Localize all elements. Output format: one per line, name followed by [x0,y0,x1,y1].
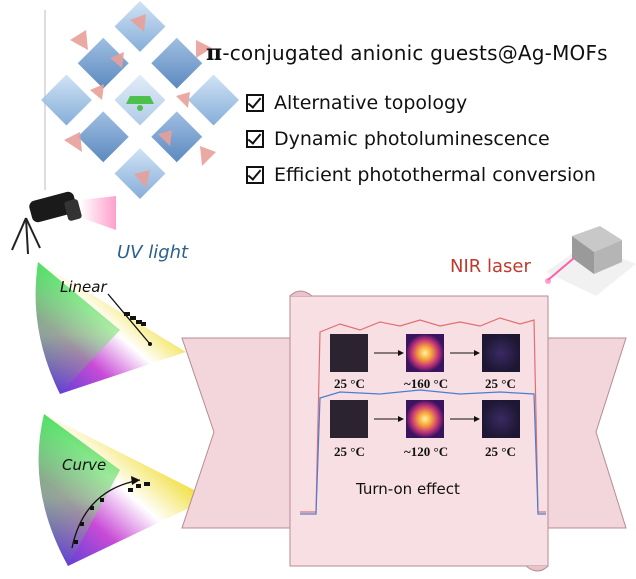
title: π-conjugated anionic guests@Ag-MOFs [206,40,608,66]
curve-label: Curve [62,456,107,474]
feature-label: Efficient photothermal conversion [274,164,596,186]
checkbox-checked-icon [246,166,264,184]
cie-diagram-curve [38,414,210,566]
thermal-image-cooled [482,400,520,438]
thermal-image-hot [406,400,444,438]
thermal-row-top [330,334,520,372]
temperature-label: ~160 °C [404,376,449,391]
thermal-image-cold [330,334,368,372]
checkbox-checked-icon [246,130,264,148]
thermal-image-cooled [482,334,520,372]
temperature-label: ~120 °C [404,444,449,459]
temperature-label: 25 °C [485,376,516,391]
feature-label: Alternative topology [274,92,468,114]
feature-item: Dynamic photoluminescence [246,128,550,150]
feature-item: Alternative topology [246,92,467,114]
red-temperature-trace [300,317,546,513]
nir-laser-icon [545,226,636,296]
ribbon-scroll [181,290,627,572]
temperature-label: 25 °C [334,444,365,459]
uv-light-label: UV light [117,242,189,263]
checkbox-checked-icon [246,94,264,112]
nir-laser-label: NIR laser [450,256,531,277]
linear-label: Linear [60,278,107,296]
cie-diagram-linear [35,262,186,394]
temperature-label: 25 °C [485,444,516,459]
blue-temperature-trace [300,389,546,515]
photothermal-traces [300,317,546,515]
thermal-image-hot [406,334,444,372]
mof-framework-illustration [41,1,239,199]
thermal-row-bottom [330,400,520,438]
feature-label: Dynamic photoluminescence [274,128,550,150]
uv-lamp-icon [11,191,116,255]
feature-item: Efficient photothermal conversion [246,164,596,186]
thermal-image-cold [330,400,368,438]
turn-on-effect-label: Turn-on effect [356,480,460,498]
temperature-label: 25 °C [334,376,365,391]
